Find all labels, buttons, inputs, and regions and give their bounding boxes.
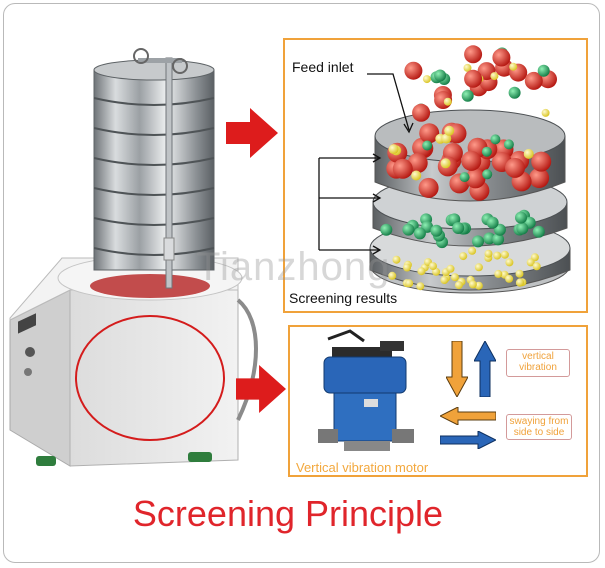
particle [461, 89, 474, 102]
particle [505, 157, 525, 178]
motor-label: Vertical vibration motor [296, 460, 429, 475]
particle [500, 250, 509, 259]
particle [516, 222, 529, 235]
sieve-machine [9, 48, 258, 467]
particle [490, 134, 501, 145]
particle [532, 262, 541, 271]
particle [388, 271, 397, 280]
particle [388, 144, 399, 155]
particle [416, 282, 425, 291]
particle [459, 172, 470, 183]
particle [503, 139, 514, 150]
particle [380, 223, 393, 236]
particle [490, 72, 499, 81]
particle [440, 276, 449, 284]
particle [444, 125, 455, 136]
right-arrow-icon [236, 364, 286, 414]
particle [434, 69, 447, 82]
particle [474, 263, 483, 272]
motor-panel: vertical vibration swaying from side to … [288, 325, 588, 477]
particle [463, 63, 472, 72]
right-arrow-icon [226, 108, 278, 158]
vertical-vibration-tag: vertical vibration [506, 349, 570, 377]
particle [524, 71, 543, 90]
particle [452, 222, 465, 234]
down-arrow-icon [446, 341, 468, 397]
particle [422, 75, 431, 84]
particle [411, 170, 422, 181]
screening-panel: Feed inlet Screening results [283, 38, 588, 313]
particle [486, 216, 499, 229]
particle [429, 262, 437, 271]
particle [443, 97, 452, 106]
particle [419, 123, 440, 144]
swaying-tag: swaying from side to side [506, 414, 572, 440]
particle [515, 211, 527, 224]
particle [505, 258, 514, 267]
particle [481, 146, 492, 157]
particle [532, 225, 545, 238]
particle [392, 158, 413, 179]
particle [392, 255, 401, 264]
particle [464, 45, 483, 64]
particle [484, 249, 493, 258]
watermark: Tianzhong [196, 245, 391, 289]
particle [492, 233, 505, 246]
particle [494, 269, 503, 278]
particle [440, 158, 451, 169]
particle [516, 278, 525, 287]
particle [493, 251, 502, 260]
page-title: Screening Principle [132, 493, 444, 534]
particle [459, 252, 468, 261]
particle [492, 48, 511, 67]
particle [465, 168, 486, 189]
particle [483, 232, 496, 245]
particle [468, 280, 477, 289]
screening-results-label: Screening results [289, 290, 398, 306]
particle [541, 108, 550, 117]
particle [515, 269, 524, 278]
up-arrow-icon [474, 341, 496, 397]
left-arrow-icon [440, 407, 496, 425]
particle [404, 61, 423, 80]
particle [537, 64, 550, 77]
sieve-icon [318, 45, 571, 294]
particle [403, 263, 411, 272]
particle [417, 267, 426, 276]
particle [402, 223, 415, 236]
particle [464, 69, 483, 88]
particle [461, 150, 482, 171]
particle [472, 235, 484, 248]
feed-inlet-label: Feed inlet [292, 59, 354, 75]
particle [441, 133, 452, 144]
particle [412, 103, 431, 122]
motor-icon [318, 329, 414, 451]
particle [482, 169, 493, 180]
particle [529, 168, 550, 188]
particle [526, 258, 535, 267]
particle [468, 246, 477, 255]
motor-highlight [75, 315, 225, 441]
particle [454, 281, 463, 290]
particle [450, 273, 459, 282]
particle [509, 62, 518, 71]
particle [430, 224, 443, 237]
particle [523, 148, 534, 159]
particle [505, 274, 514, 283]
particle [413, 227, 426, 240]
particle [418, 177, 439, 198]
particle [508, 86, 521, 99]
particle [422, 140, 433, 151]
particle [531, 151, 552, 172]
particle [446, 264, 455, 273]
right-arrow-icon [440, 431, 496, 449]
particle [405, 279, 414, 288]
